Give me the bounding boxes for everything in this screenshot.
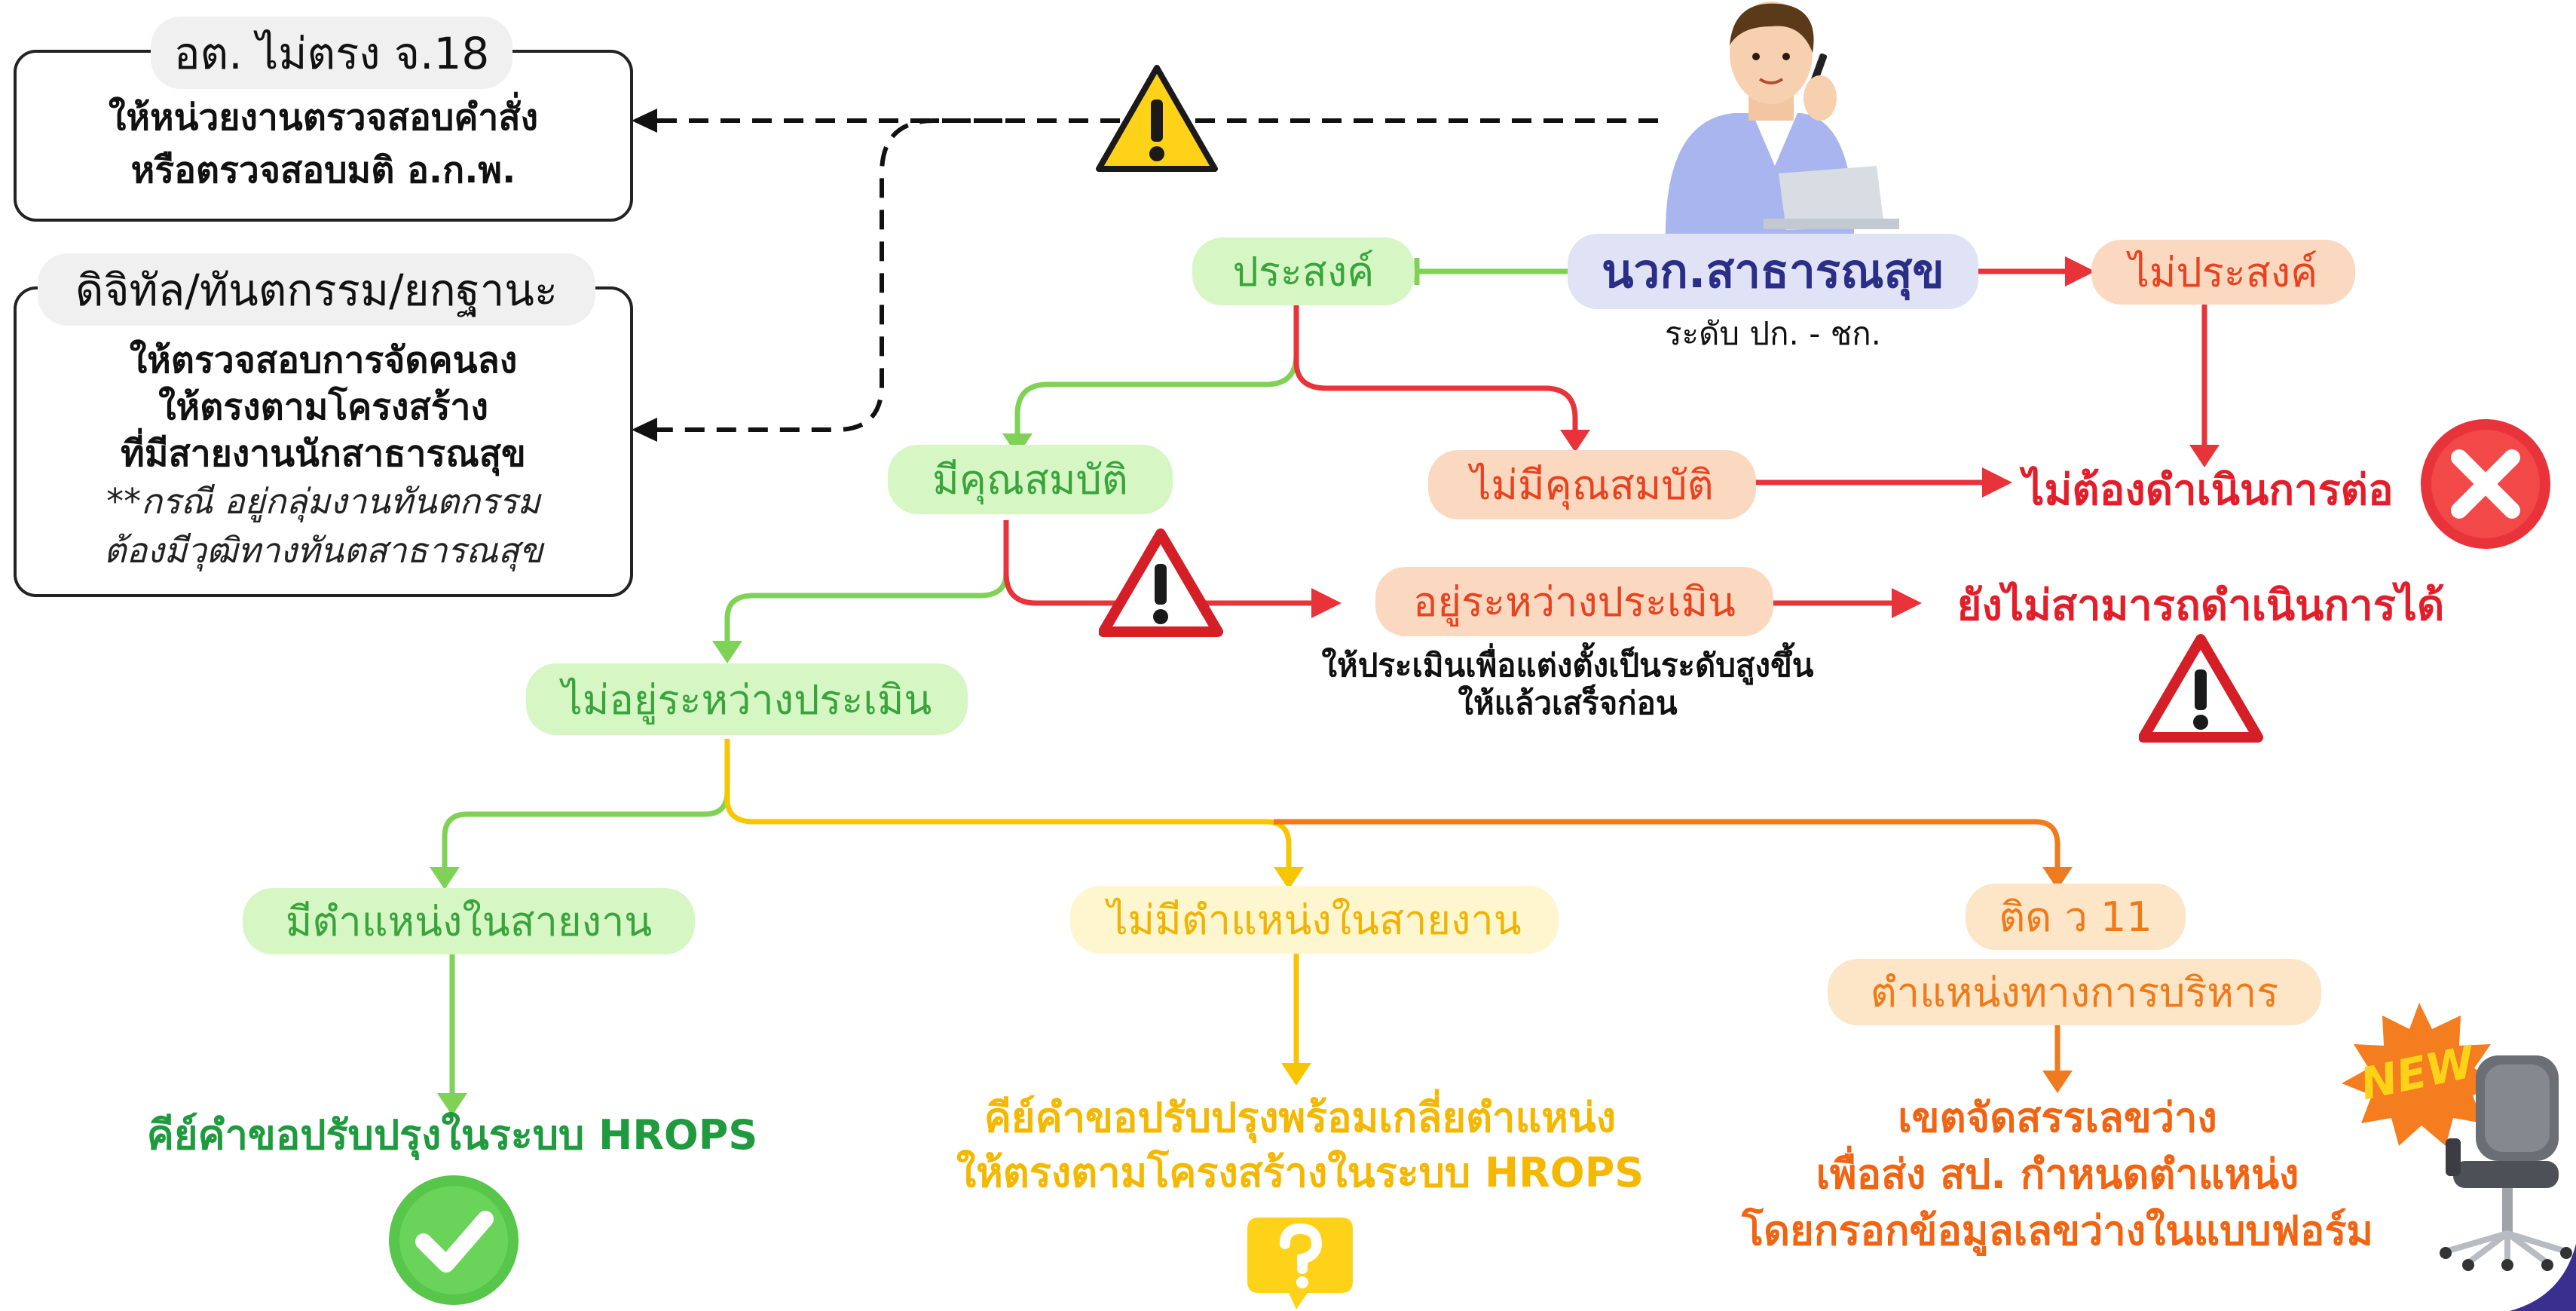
node-in-evaluation: อยู่ระหว่างประเมิน — [1375, 567, 1773, 636]
node-not-qualified: ไม่มีคุณสมบัติ — [1428, 450, 1756, 519]
dashed-arrowhead-bottom — [632, 418, 657, 442]
in-evaluation-note: ให้ประเมินเพื่อแต่งตั้งเป็นระดับสูงขึ้น — [1321, 647, 1814, 684]
outcome-yellow-line: คีย์คำขอปรับปรุงพร้อมเกลี่ยตำแหน่ง — [984, 1094, 1617, 1141]
node-qualified: มีคุณสมบัติ — [888, 445, 1173, 514]
info-box-structure-check: ให้ตรวจสอบการจัดคนลง ให้ตรงตามโครงสร้าง … — [14, 286, 633, 597]
result-cannot-proceed: ยังไม่สามารถดำเนินการได้ — [1956, 581, 2445, 630]
info-box-note: ต้องมีวุฒิทางทันตสาธารณสุข — [103, 530, 543, 571]
node-wish: ประสงค์ — [1192, 237, 1415, 305]
center-node-subtitle: ระดับ ปก. - ชก. — [1665, 315, 1881, 352]
node-not-wish: ไม่ประสงค์ — [2091, 240, 2355, 305]
info-box-note: **กรณี อยู่กลุ่มงานทันตกรรม — [106, 481, 540, 522]
check-icon — [389, 1175, 519, 1305]
new-badge-icon: NEW — [2342, 1003, 2502, 1146]
outcome-yellow-line: ให้ตรงตามโครงสร้างในระบบ HROPS — [956, 1149, 1644, 1196]
result-no-action: ไม่ต้องดำเนินการต่อ — [2023, 466, 2394, 515]
warning-icon — [1099, 528, 1223, 637]
info-box-line: หรือตรวจสอบมติ อ.ก.พ. — [130, 149, 516, 191]
red-arrowheads — [1311, 256, 2220, 618]
node-w11: ติด ว 11 — [1966, 884, 2186, 950]
info-box-line: ให้ตรงตามโครงสร้าง — [158, 386, 488, 428]
center-node-public-health: นวก.สาธารณสุข — [1568, 234, 1978, 309]
yellow-connectors — [724, 739, 1299, 1063]
dashed-connectors — [648, 118, 1658, 432]
node-admin-position: ตำแหน่งทางการบริหาร — [1828, 959, 2321, 1025]
warning-icon — [2139, 634, 2263, 743]
corner-decoration — [2510, 1244, 2576, 1311]
info-box-tag: อต. ไม่ตรง จ.18 — [151, 17, 512, 89]
in-evaluation-note: ให้แล้วเสร็จก่อน — [1458, 685, 1678, 721]
outcome-orange-line: เขตจัดสรรเลขว่าง — [1898, 1094, 2217, 1141]
outcome-orange-line: เพื่อส่ง สป. กำหนดตำแหน่ง — [1816, 1150, 2299, 1198]
node-not-in-evaluation: ไม่อยู่ระหว่างประเมิน — [526, 663, 968, 735]
outcome-green-line: คีย์คำขอปรับปรุงในระบบ HROPS — [146, 1111, 758, 1159]
node-has-position: มีตำแหน่งในสายงาน — [243, 888, 695, 954]
orange-connectors — [1274, 819, 2060, 1071]
red-connectors — [1003, 268, 2207, 606]
office-chair-illustration — [2440, 1055, 2572, 1271]
orange-arrowheads — [2042, 867, 2073, 1093]
node-no-position: ไม่มีตำแหน่งในสายงาน — [1070, 886, 1559, 954]
info-box-tag: ดิจิทัล/ทันตกรรม/ยกฐานะ — [38, 253, 595, 326]
info-box-line: ที่มีสายงานนักสาธารณสุข — [121, 433, 526, 475]
person-illustration — [1666, 2, 1899, 234]
dashed-arrowhead-top — [632, 109, 657, 133]
outcome-orange-line: โดยกรอกข้อมูลเลขว่างในแบบฟอร์ม — [1742, 1207, 2373, 1254]
info-box-line: ให้หน่วยงานตรวจสอบคำสั่ง — [108, 96, 539, 139]
close-icon — [2421, 419, 2550, 549]
yellow-arrowheads — [1274, 867, 1311, 1086]
info-box-line: ให้ตรวจสอบการจัดคนลง — [129, 339, 518, 381]
warning-icon — [1096, 65, 1218, 172]
question-icon — [1247, 1218, 1353, 1309]
